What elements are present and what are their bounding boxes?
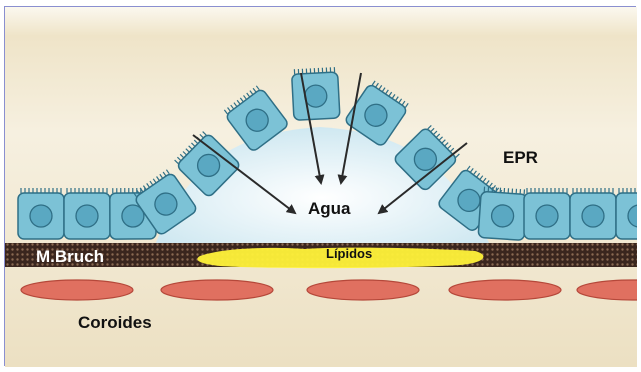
cell-nucleus	[304, 85, 327, 108]
choroid-vessel	[307, 280, 419, 300]
label-epr: EPR	[503, 148, 538, 168]
figure-frame	[4, 6, 636, 366]
choroid-vessels	[21, 280, 637, 300]
rpe-cell	[64, 188, 110, 239]
cell-nucleus	[536, 205, 558, 227]
label-coroides: Coroides	[78, 313, 152, 333]
cell-nucleus	[491, 204, 514, 227]
label-bruch-membrane: M.Bruch	[36, 247, 104, 267]
rpe-cell	[18, 188, 64, 239]
label-lipidos: Lípidos	[326, 246, 372, 261]
rpe-cell	[524, 188, 570, 239]
rpe-cell	[478, 186, 527, 240]
cell-nucleus	[30, 205, 52, 227]
label-agua: Agua	[308, 199, 351, 219]
cell-nucleus	[582, 205, 604, 227]
choroid-vessel	[21, 280, 133, 300]
rpe-cell	[616, 188, 637, 239]
rpe-cell	[291, 67, 340, 120]
cell-nucleus	[76, 205, 98, 227]
choroid-vessel	[161, 280, 273, 300]
rpe-cell	[570, 188, 616, 239]
choroid-vessel	[449, 280, 561, 300]
